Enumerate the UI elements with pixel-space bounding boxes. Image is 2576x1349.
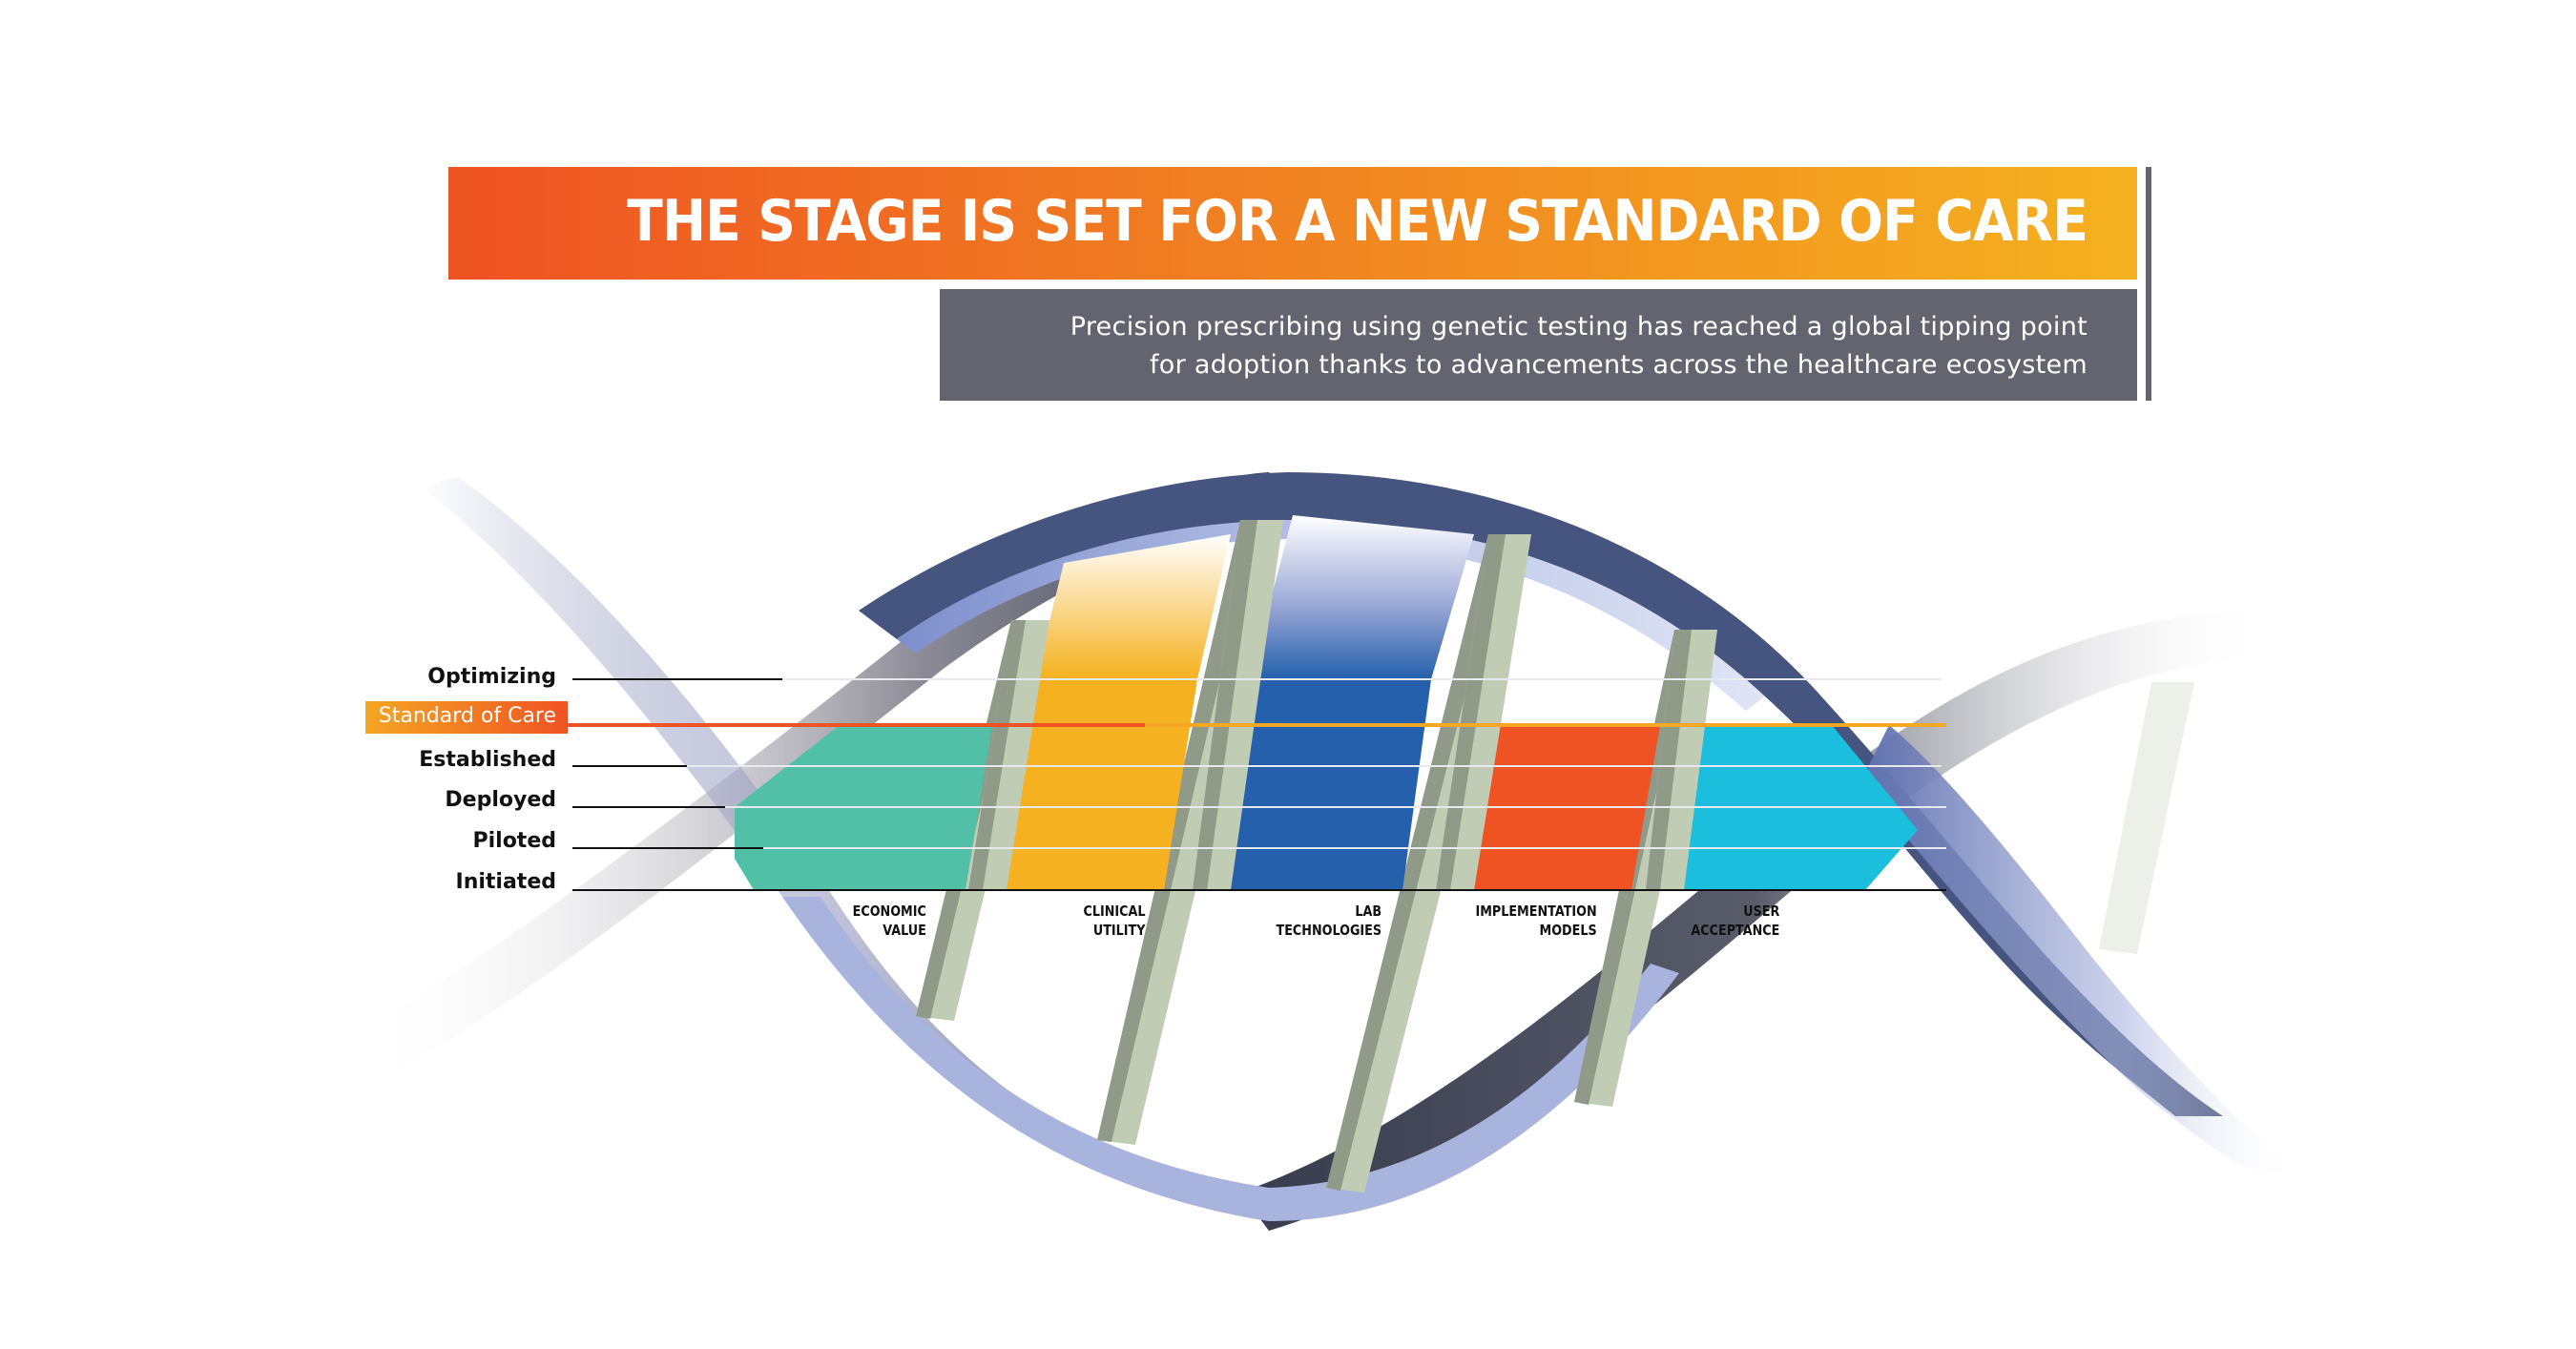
category-label-economic-value: ECONOMIC VALUE (852, 903, 926, 939)
category-label-clinical-utility: CLINICAL UTILITY (1083, 903, 1145, 939)
level-label-standard-of-care: Standard of Care (365, 701, 568, 734)
subtitle-line-1: Precision prescribing using genetic test… (1070, 312, 2088, 342)
page-title: THE STAGE IS SET FOR A NEW STANDARD OF C… (627, 188, 2088, 255)
level-label-initiated: Initiated (455, 870, 556, 894)
vertical-divider (2146, 167, 2151, 401)
level-label-piloted: Piloted (472, 829, 556, 853)
bar-clinical-utility (992, 679, 1197, 890)
subtitle: Precision prescribing using genetic test… (1070, 308, 2088, 384)
bar-lab-technologies (1212, 679, 1431, 890)
category-label-lab-technologies: LAB TECHNOLOGIES (1276, 903, 1381, 939)
category-label-user-acceptance: USER ACCEPTANCE (1691, 903, 1779, 939)
subtitle-banner: Precision prescribing using genetic test… (940, 289, 2137, 401)
level-label-optimizing: Optimizing (427, 665, 556, 689)
subtitle-line-2: for adoption thanks to advancements acro… (1150, 350, 2088, 380)
category-label-implementation-models: IMPLEMENTATION MODELS (1475, 903, 1597, 939)
level-label-established: Established (419, 748, 556, 772)
standard-of-care-text: Standard of Care (378, 704, 556, 728)
level-label-deployed: Deployed (445, 788, 556, 812)
title-banner: THE STAGE IS SET FOR A NEW STANDARD OF C… (448, 167, 2137, 280)
